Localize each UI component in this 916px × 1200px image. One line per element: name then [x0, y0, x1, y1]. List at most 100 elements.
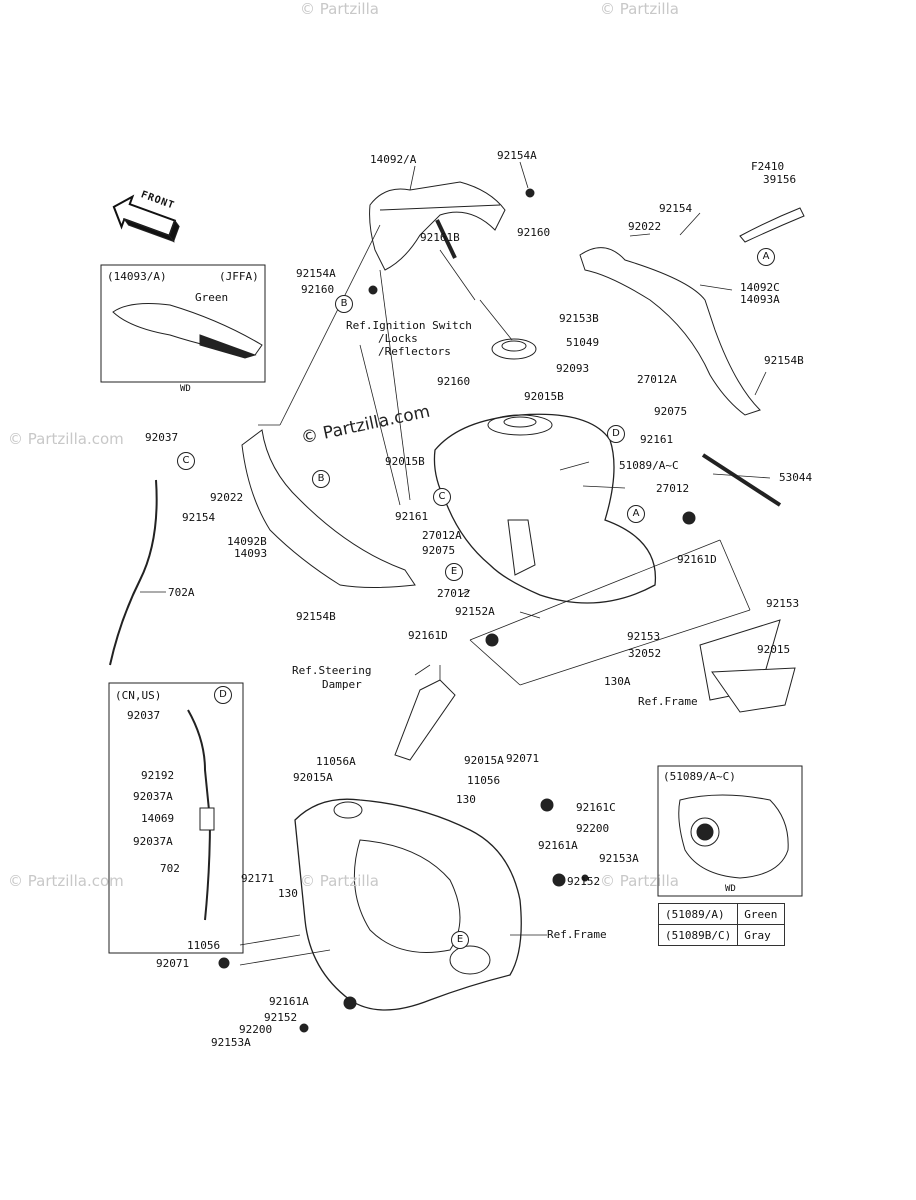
part-label: 92152A — [455, 605, 495, 618]
watermark: © Partzilla.com — [8, 430, 124, 448]
part-label: 702 — [160, 862, 180, 875]
part-label: 14092/A — [370, 153, 417, 166]
part-label: 92153B — [559, 312, 599, 325]
part-label: 92037 — [145, 431, 179, 444]
callout-c: C — [177, 452, 195, 470]
cowl-left — [241, 429, 416, 588]
part-label: 92160 — [437, 375, 471, 388]
part-label: 130A — [604, 675, 631, 688]
strip-53044 — [701, 453, 782, 507]
part-label: 92154 — [659, 202, 693, 215]
fuel-tank — [433, 413, 657, 604]
inset-cnus-title: (CN,US) — [115, 689, 162, 702]
part-label: /Reflectors — [378, 345, 451, 358]
callout-e: E — [451, 931, 469, 949]
part-label: 14093A — [740, 293, 780, 306]
part-label: 92154A — [497, 149, 537, 162]
inset-left-color: Green — [195, 291, 229, 304]
part-label: 92154B — [296, 610, 336, 623]
part-label: 92161A — [538, 839, 578, 852]
part-label: Ref.Frame — [638, 695, 698, 708]
inset-tank-shape — [678, 794, 789, 879]
filler-cap — [491, 338, 537, 360]
part-label: 92154A — [296, 267, 336, 280]
callout-c: C — [433, 488, 451, 506]
part-label: 92015B — [385, 455, 425, 468]
part-label: 92152 — [264, 1011, 298, 1024]
callout-b: B — [335, 295, 353, 313]
part-label: 27012A — [637, 373, 677, 386]
part-label: 92154B — [764, 354, 804, 367]
inset-left-cowl — [112, 303, 263, 356]
part-label: 92071 — [506, 752, 540, 765]
part-label: /Locks — [378, 332, 418, 345]
part-label: 92160 — [301, 283, 335, 296]
part-label: 92071 — [156, 957, 190, 970]
part-label: 32052 — [628, 647, 662, 660]
watermark: © Partzilla — [300, 872, 379, 890]
valve-14069 — [199, 807, 215, 831]
part-label: 51049 — [566, 336, 600, 349]
part-label: 92161A — [269, 995, 309, 1008]
part-label: Ref.Ignition Switch — [346, 319, 472, 332]
part-label: 92153A — [211, 1036, 251, 1049]
inset-box-tank — [657, 765, 803, 897]
part-label: 92075 — [654, 405, 688, 418]
part-label: 92161 — [640, 433, 674, 446]
part-label: 92022 — [210, 491, 244, 504]
part-label: 27012 — [656, 482, 690, 495]
callout-a: A — [627, 505, 645, 523]
color-table-part: (51089/A) — [657, 903, 739, 925]
part-label: 39156 — [763, 173, 797, 186]
part-label: 92075 — [422, 544, 456, 557]
part-label: 92152 — [567, 875, 601, 888]
part-label: 92153A — [599, 852, 639, 865]
watermark: © Partzilla — [600, 0, 679, 18]
part-label: 92200 — [239, 1023, 273, 1036]
part-label: 53044 — [779, 471, 813, 484]
part-label: F2410 — [751, 160, 785, 173]
part-label: 92015 — [757, 643, 791, 656]
inset-left-footer: WD — [180, 384, 191, 394]
pipe-702A — [109, 479, 158, 666]
color-table-color: Gray — [737, 924, 786, 946]
part-label: 92015B — [524, 390, 564, 403]
part-label: 92161B — [420, 231, 460, 244]
inset-left-variant: (JFFA) — [219, 270, 259, 283]
watermark: © Partzilla.com — [8, 872, 124, 890]
steering-damper — [394, 679, 456, 761]
frame-right — [711, 667, 796, 713]
callout-a: A — [757, 248, 775, 266]
inset-tank-title: (51089/A~C) — [663, 770, 736, 783]
part-label: 27012 — [437, 587, 471, 600]
part-label: Damper — [322, 678, 362, 691]
front-arrow-shape — [112, 194, 180, 243]
callout-b: B — [312, 470, 330, 488]
rod-92161B — [435, 219, 457, 259]
part-label: 92022 — [628, 220, 662, 233]
part-label: 92015A — [464, 754, 504, 767]
callout-d: D — [607, 425, 625, 443]
part-label: 92161C — [576, 801, 616, 814]
main-frame — [294, 798, 522, 1011]
part-label: 130 — [278, 887, 298, 900]
cowl-right — [579, 247, 761, 416]
part-label: 11056 — [467, 774, 501, 787]
part-label: 14092B — [227, 535, 267, 548]
part-label: 11056A — [316, 755, 356, 768]
watermark: © Partzilla — [300, 0, 379, 18]
part-label: 92015A — [293, 771, 333, 784]
part-label: 92171 — [241, 872, 275, 885]
part-label: 14092C — [740, 281, 780, 294]
color-table-row: (51089B/C) Gray — [657, 924, 786, 946]
cowl-upper — [369, 181, 506, 271]
callout-e: E — [445, 563, 463, 581]
part-label: 92160 — [517, 226, 551, 239]
inset-box-cnus — [108, 682, 244, 954]
part-label: 92161D — [408, 629, 448, 642]
inset-box-left — [100, 264, 266, 383]
part-label: 92154 — [182, 511, 216, 524]
part-label: 14069 — [141, 812, 175, 825]
part-label: 92037A — [133, 835, 173, 848]
